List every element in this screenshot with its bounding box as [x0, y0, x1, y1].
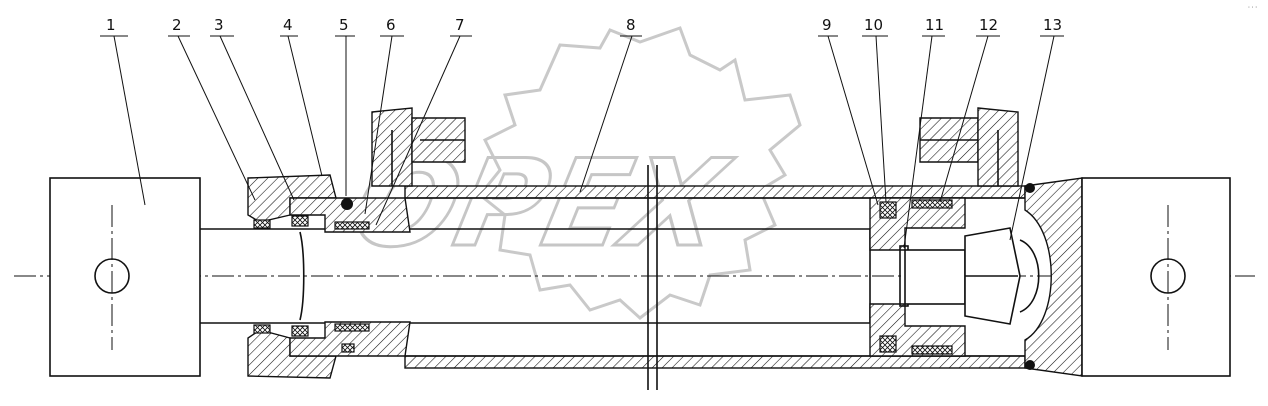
part-label: 7 — [455, 16, 465, 34]
part-label: 10 — [864, 16, 883, 34]
rear-end-cap — [1024, 177, 1231, 377]
front-gland-upper — [247, 174, 411, 233]
part-label: 5 — [339, 16, 349, 34]
left-eye-block — [49, 177, 201, 377]
part-label: 4 — [283, 16, 293, 34]
front-gland-lower — [247, 321, 411, 379]
right-port-fitting — [919, 107, 1019, 187]
part-labels: 1 2 3 4 5 6 7 8 9 10 11 12 13 — [106, 16, 1062, 34]
part-label: 9 — [822, 16, 832, 34]
piston — [869, 197, 966, 357]
part-label: 12 — [979, 16, 998, 34]
part-label: 2 — [172, 16, 182, 34]
piston-nut — [904, 227, 1040, 325]
corner-mark: ··· — [1247, 4, 1258, 11]
part-label: 8 — [626, 16, 636, 34]
part-label: 3 — [214, 16, 224, 34]
part-label: 13 — [1043, 16, 1062, 34]
part-label: 1 — [106, 16, 116, 34]
part-label: 11 — [925, 16, 944, 34]
part-label: 6 — [386, 16, 396, 34]
leader-lines — [100, 35, 1064, 249]
